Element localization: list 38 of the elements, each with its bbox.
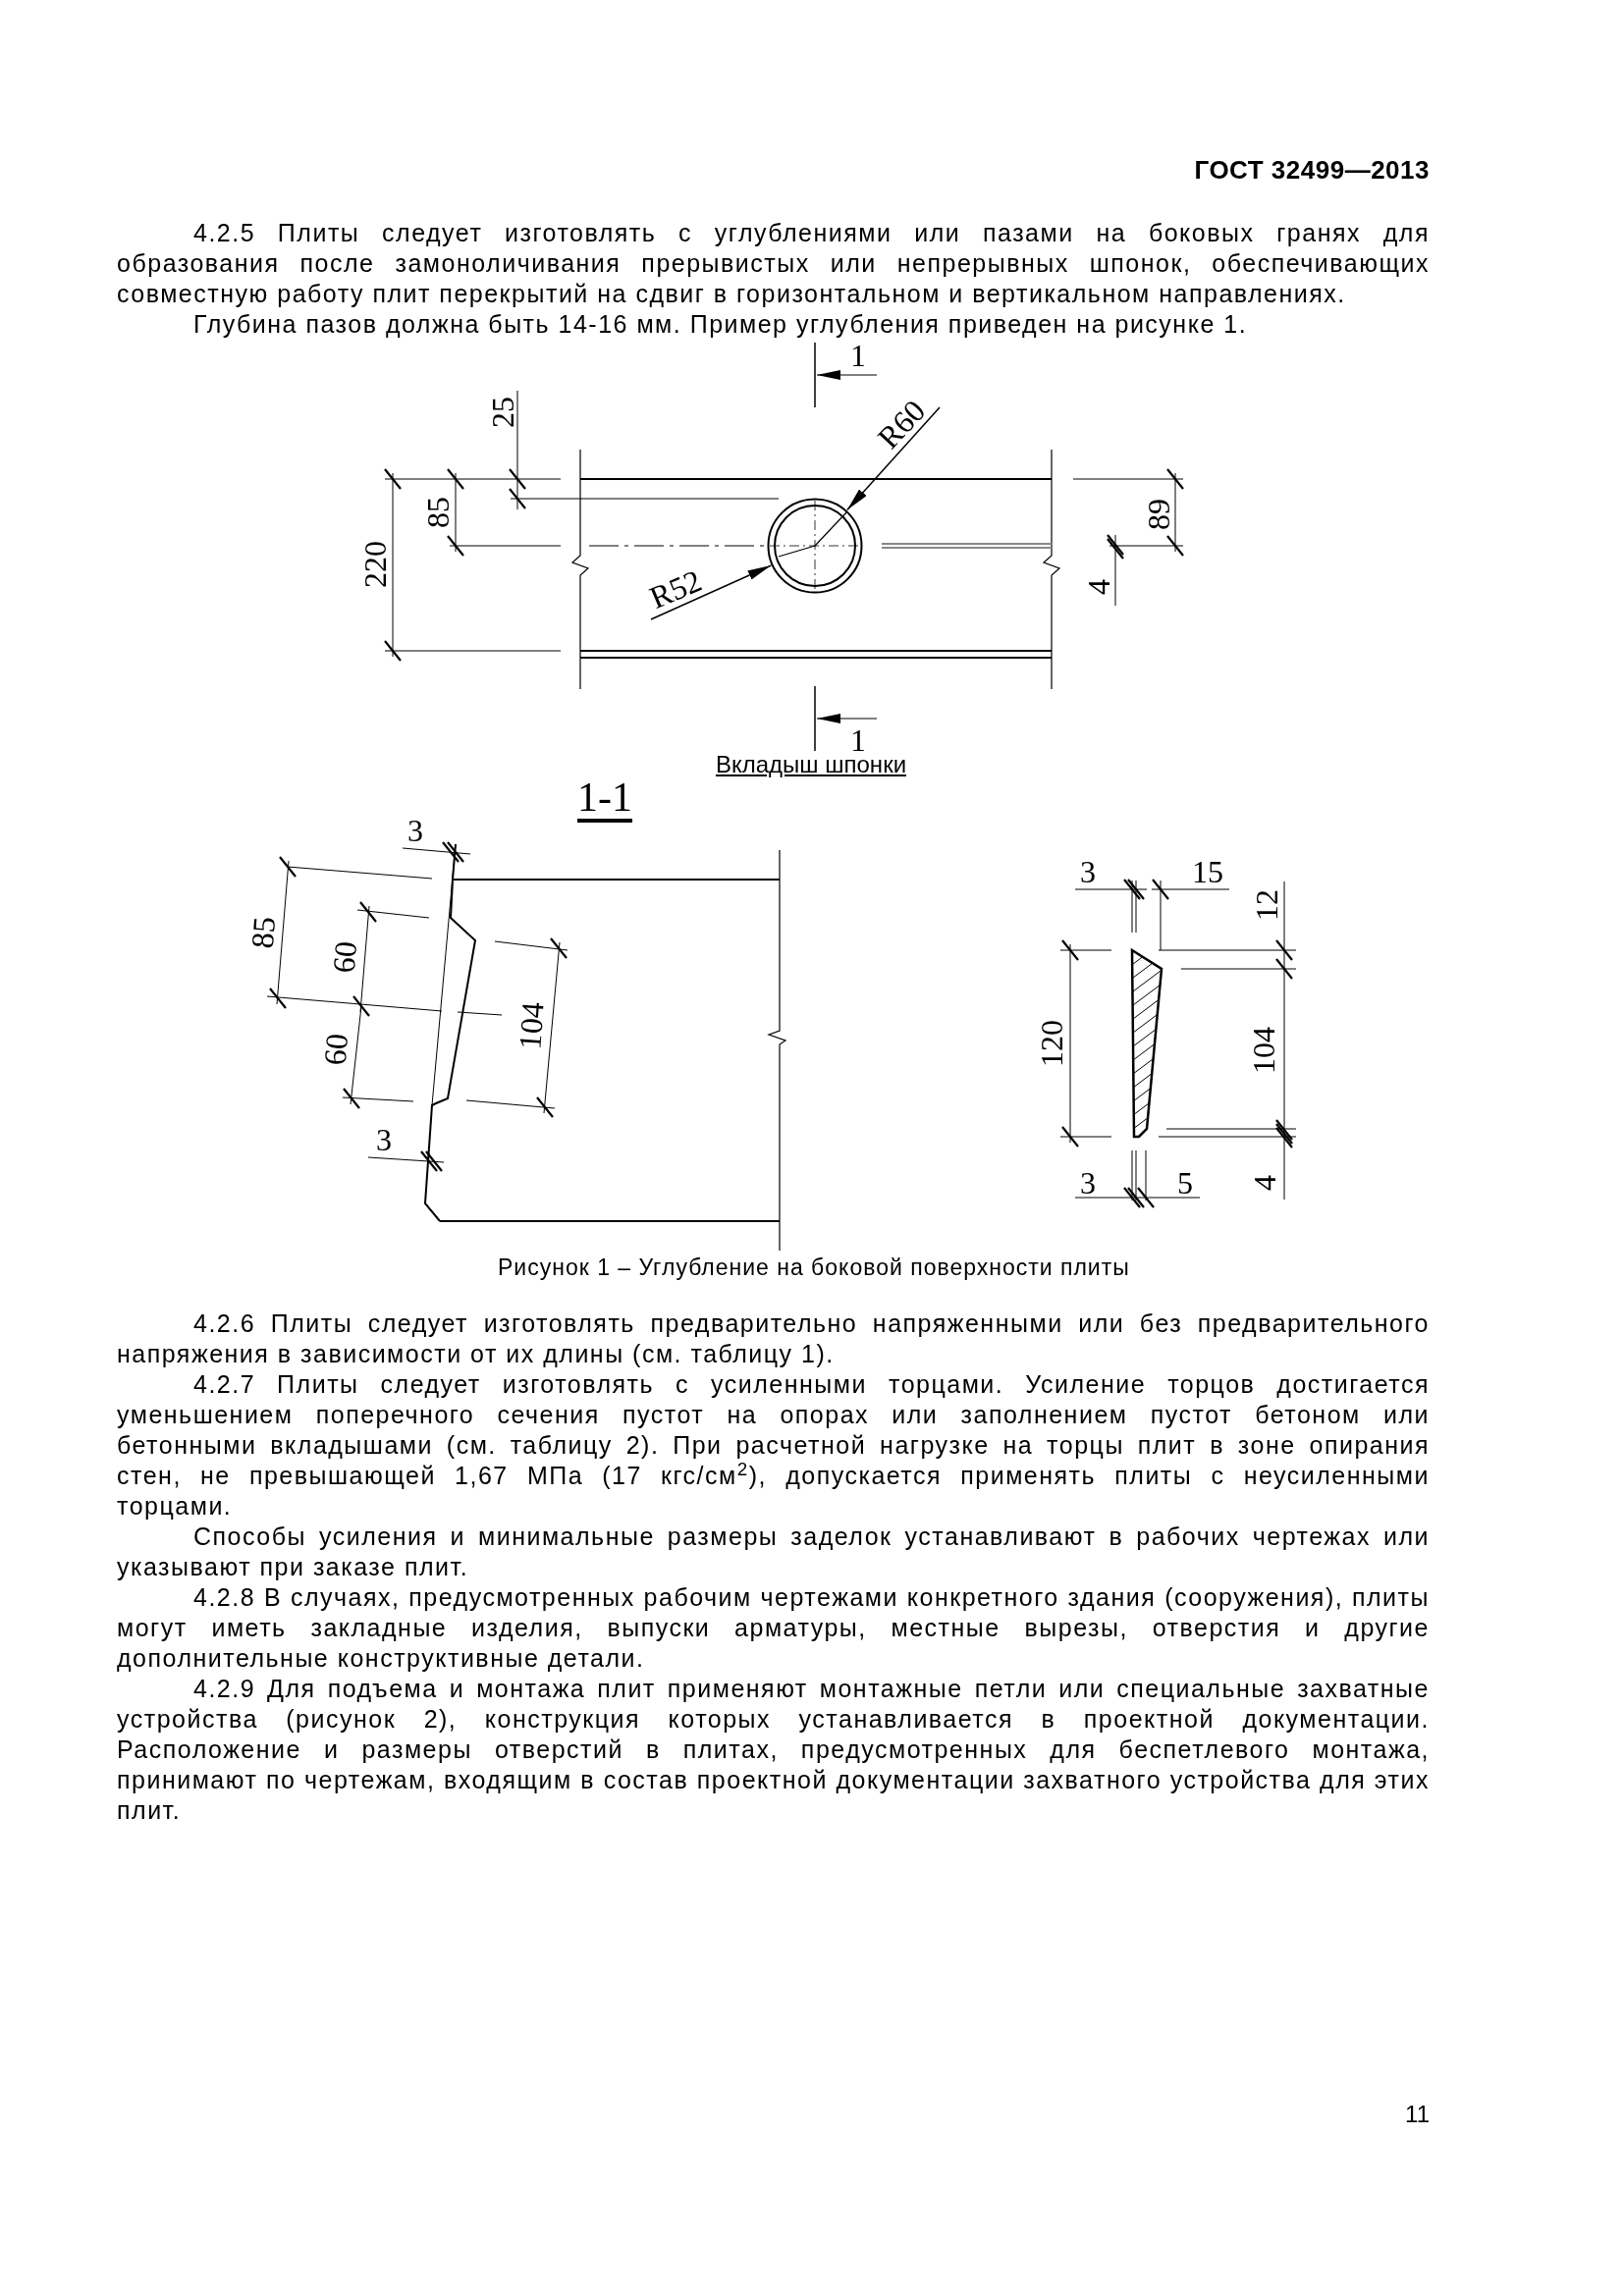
dimension-value: 60	[318, 1032, 353, 1067]
paragraph: 4.2.6 Плиты следует изготовлять предварительно напряженными или без предварительного напряжения в зависимости от их длины (см. таблицу 1).	[117, 1308, 1430, 1369]
document-number: ГОСТ 32499—2013	[1194, 155, 1430, 185]
leader-line	[846, 406, 941, 511]
dimension-value: 104	[514, 1000, 549, 1051]
paragraph: Глубина пазов должна быть 14-16 мм. Пример углубления приведен на рисунке 1.	[192, 309, 1249, 340]
page-number: 11	[1405, 2100, 1430, 2129]
dimension-value: 12	[1251, 889, 1282, 921]
dimension-value: 4	[1083, 579, 1114, 595]
circular-recess	[767, 498, 863, 594]
dimension-value: 15	[1192, 856, 1223, 887]
figure-caption: Рисунок 1 – Углубление на боковой поверхности плиты	[498, 1254, 1130, 1281]
dimension-value: 85	[422, 497, 454, 528]
radius-label: R52	[645, 563, 706, 614]
paragraph: 4.2.7 Плиты следует изготовлять с усиленными торцами. Усиление торцов достигается уменьшением поперечного сечения пустот на опорах или заполнением пустот бетоном или бетонными вкладышами (см. таблицу 2). При расчетной нагрузке на торцы плит в зоне опирания стен, не превышающей 1,67 МПа (17 кгс/см$^{2}$), допускается применять плиты с неусиленными торцами.	[117, 1369, 1430, 1522]
dimension-value: 3	[1080, 856, 1096, 887]
paragraph: 4.2.8 В случаях, предусмотренных рабочим чертежами конкретного здания (сооружения), плиты могут иметь закладные изделия, выпуски арматуры, местные вырезы, отверстия и другие дополнительные конструктивные детали.	[117, 1582, 1430, 1674]
dimension-value: 3	[1080, 1167, 1096, 1199]
dimension-value: 3	[407, 815, 423, 846]
radius-label: R60	[872, 394, 931, 454]
section-mark-number: 1	[850, 340, 866, 371]
section-mark-number: 1	[850, 724, 866, 756]
dimension-value: 60	[327, 939, 362, 975]
dimension-value: 4	[1249, 1175, 1280, 1191]
dimension-value: 3	[376, 1124, 392, 1155]
leader-line	[650, 564, 773, 620]
dimension-value: 5	[1177, 1167, 1193, 1199]
dimension-value: 220	[359, 541, 391, 588]
section-title: 1-1	[577, 776, 632, 818]
figure-subtitle: Вкладыш шпонки	[715, 753, 907, 776]
dimension-value: 25	[487, 397, 518, 428]
paragraph: Способы усиления и минимальные размеры заделок устанавливают в рабочих чертежах или указывают при заказе плит.	[117, 1522, 1430, 1582]
paragraph: 4.2.5 Плиты следует изготовлять с углублениями или пазами на боковых гранях для образования после замоноличивания прерывистых или непрерывных шпонок, обеспечивающих совместную работу плит перекрытий на сдвиг в горизонтальном и вертикальном направлениях.	[117, 218, 1430, 309]
dimension-value: 104	[1248, 1027, 1279, 1074]
dimension-value: 120	[1036, 1020, 1067, 1067]
dimension-value: 85	[245, 915, 281, 950]
dimension-value: 89	[1143, 499, 1174, 530]
paragraph: 4.2.9 Для подъема и монтажа плит применяют монтажные петли или специальные захватные устройства (рисунок 2), конструкция которых устанавливается в проектной документации. Расположение и размеры отверстий в плитах, предусмотренных для беспетлевого монтажа, принимают по чертежам, входящим в состав проектной документации захватного устройства для этих плит.	[117, 1674, 1430, 1826]
